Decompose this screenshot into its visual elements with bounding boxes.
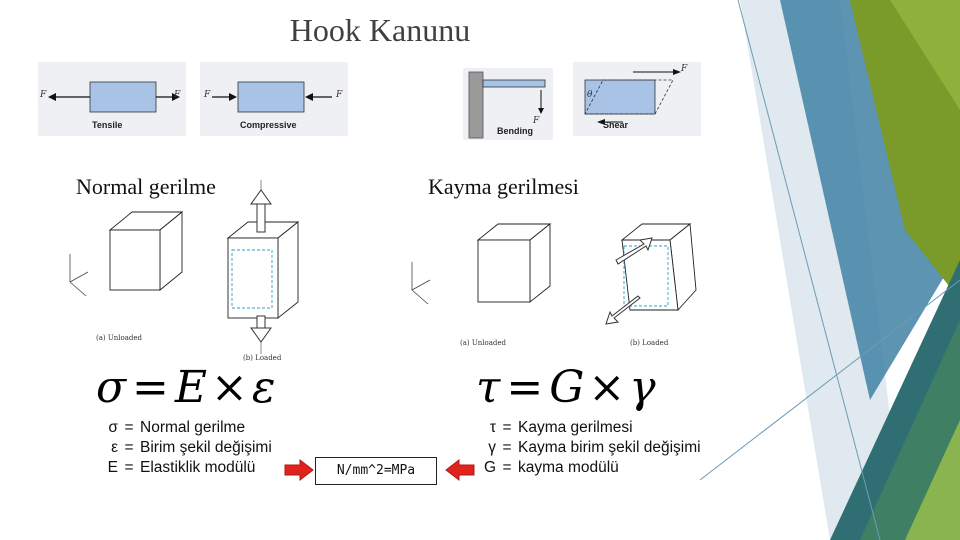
tensile-label: Tensile xyxy=(92,120,123,130)
bending-force: F xyxy=(533,116,540,126)
normal-stress-cube-diagram xyxy=(69,180,300,354)
normal-caption-unloaded: (a) Unloaded xyxy=(96,334,142,342)
formula-times: × xyxy=(588,362,626,413)
legend-text: Normal gerilme xyxy=(140,419,246,436)
formula-times: × xyxy=(211,362,248,413)
shear-angle: θ xyxy=(587,90,593,100)
legend-symbol: τ xyxy=(489,419,496,436)
left-arrow-icon xyxy=(445,459,475,481)
formula-tau: τ xyxy=(476,362,501,413)
legend-text: kayma modülü xyxy=(518,459,619,476)
loaded-cube xyxy=(226,221,300,319)
right-arrow-icon xyxy=(284,459,314,481)
legend-row: ε = Birim şekil değişimi xyxy=(100,438,272,458)
shear-stress-cube-diagram xyxy=(411,223,697,325)
shear-arrow-top xyxy=(615,237,653,265)
legend-equals: = xyxy=(502,419,512,436)
unloaded-cube xyxy=(108,211,184,291)
normal-stress-heading: Normal gerilme xyxy=(76,174,216,199)
normal-legend: σ=Normal gerilme ε=Birim şekil değişimi … xyxy=(100,418,272,478)
bending-label: Bending xyxy=(497,126,533,136)
hooke-normal-formula: σ=E×ε xyxy=(96,362,276,413)
axis-triad-right xyxy=(411,262,431,305)
legend-symbol: ε xyxy=(111,439,118,456)
tensile-force-left: F xyxy=(40,90,47,100)
legend-equals: = xyxy=(502,439,512,456)
compressive-figure: F F Compressive xyxy=(200,62,348,136)
tension-arrow-down xyxy=(250,315,272,343)
legend-equals: = xyxy=(124,439,134,456)
formula-epsilon: ε xyxy=(251,362,276,413)
shear-loaded-cube xyxy=(620,223,697,312)
tensile-diagram xyxy=(48,81,180,113)
legend-symbol: G xyxy=(483,459,496,476)
tensile-figure: F F Tensile xyxy=(38,62,186,136)
formula-equals: = xyxy=(132,362,169,413)
slide-title: Hook Kanunu xyxy=(289,12,471,48)
legend-text: Elastiklik modülü xyxy=(140,459,256,476)
compressive-label: Compressive xyxy=(240,120,297,130)
legend-symbol: γ xyxy=(488,439,496,456)
tension-arrow-up xyxy=(250,189,272,233)
legend-symbol: σ xyxy=(108,419,118,436)
legend-row: G = kayma modülü xyxy=(478,458,701,478)
shear-unloaded-cube xyxy=(476,223,552,303)
shear-force: F xyxy=(681,64,688,74)
shear-label: Shear xyxy=(603,120,629,130)
legend-equals: = xyxy=(124,459,134,476)
legend-row: E = Elastiklik modülü xyxy=(100,458,272,478)
formula-gamma: γ xyxy=(629,362,656,413)
shear-arrow-bottom xyxy=(605,295,641,325)
shear-caption-loaded: (b) Loaded xyxy=(630,339,669,347)
units-label: N/mm^2=MPa xyxy=(315,457,437,485)
hooke-shear-formula: τ=G×γ xyxy=(476,362,656,413)
legend-text: Birim şekil değişimi xyxy=(140,439,272,456)
bending-diagram xyxy=(468,71,546,139)
compressive-force-left: F xyxy=(204,90,211,100)
shear-figure: F θ Shear xyxy=(573,62,701,136)
legend-symbol: E xyxy=(107,459,118,476)
shear-caption-unloaded: (a) Unloaded xyxy=(460,339,506,347)
legend-equals: = xyxy=(124,419,134,436)
legend-row: γ = Kayma birim şekil değişimi xyxy=(478,438,701,458)
shear-legend: τ = Kayma gerilmesi γ = Kayma birim şekil de… xyxy=(478,418,701,478)
formula-equals: = xyxy=(506,362,544,413)
bending-figure: F Bending xyxy=(463,68,553,140)
formula-sigma: σ xyxy=(96,362,127,413)
formula-E: E xyxy=(174,362,208,413)
formula-G: G xyxy=(549,362,585,413)
legend-text: Kayma birim şekil değişimi xyxy=(518,439,701,456)
legend-equals: = xyxy=(502,459,512,476)
decorative-background-shapes xyxy=(700,0,960,540)
shear-diagram xyxy=(584,69,681,125)
axis-triad-left xyxy=(69,254,89,297)
shear-stress-heading: Kayma gerilmesi xyxy=(428,174,579,199)
legend-row: σ = Normal gerilme xyxy=(100,418,272,438)
compressive-diagram xyxy=(212,81,332,113)
normal-caption-loaded: (b) Loaded xyxy=(243,354,282,362)
tensile-force-right: F xyxy=(174,90,181,100)
compressive-force-right: F xyxy=(336,90,343,100)
legend-text: Kayma gerilmesi xyxy=(518,419,633,436)
legend-row: τ = Kayma gerilmesi xyxy=(478,418,701,438)
